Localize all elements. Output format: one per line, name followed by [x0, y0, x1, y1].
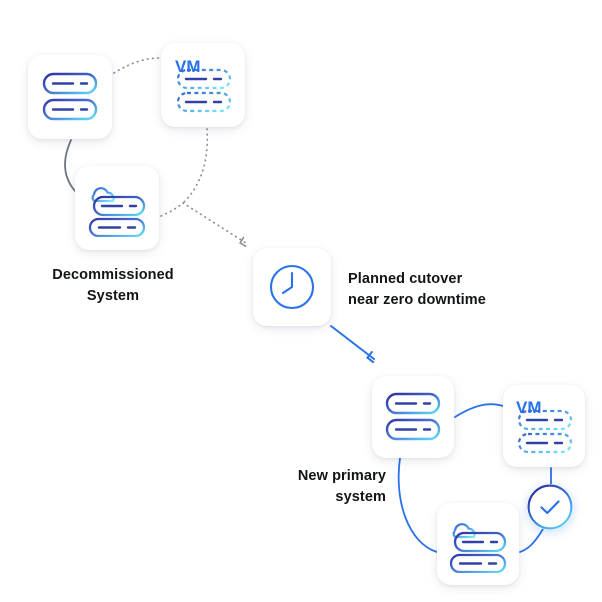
- server-icon: [42, 72, 98, 121]
- edge-clock-to-new-server: [330, 325, 375, 359]
- node-new-vm[interactable]: VM: [503, 385, 585, 467]
- node-old-server[interactable]: [28, 55, 112, 139]
- badge-success-check[interactable]: [527, 484, 573, 530]
- clock-icon: [269, 264, 315, 310]
- node-new-server[interactable]: [372, 376, 454, 458]
- edge-new-server-to-new-vm: [454, 403, 504, 418]
- edge-old-server-to-old-vm: [113, 57, 161, 74]
- edge-branch-to-clock: [182, 202, 247, 248]
- label-planned-cutover: Planned cutover near zero downtime: [348, 271, 486, 308]
- edge-check-to-new-cloud: [519, 528, 544, 553]
- edge-new-cloud-to-new-server: [397, 457, 438, 553]
- node-cutover-clock[interactable]: [253, 248, 331, 326]
- label-new-primary-system: New primary system: [297, 468, 386, 505]
- node-new-cloud-server[interactable]: [437, 503, 519, 585]
- edge-old-vm-to-branch: [182, 128, 209, 204]
- label-decommissioned-system: Decommissioned System: [52, 267, 174, 304]
- cloud-server-icon: [88, 187, 146, 237]
- vm-server-icon: VM: [516, 398, 573, 454]
- vm-server-icon: VM: [175, 57, 232, 113]
- node-old-cloud-server[interactable]: [75, 166, 159, 250]
- vm-icon-label: VM: [175, 57, 201, 76]
- vm-icon-label: VM: [516, 398, 542, 417]
- edge-cloud-to-branch: [160, 202, 184, 217]
- server-icon: [385, 392, 441, 441]
- cloud-server-icon: [449, 523, 507, 573]
- node-old-vm[interactable]: VM: [161, 43, 245, 127]
- check-circle-icon: [527, 484, 573, 530]
